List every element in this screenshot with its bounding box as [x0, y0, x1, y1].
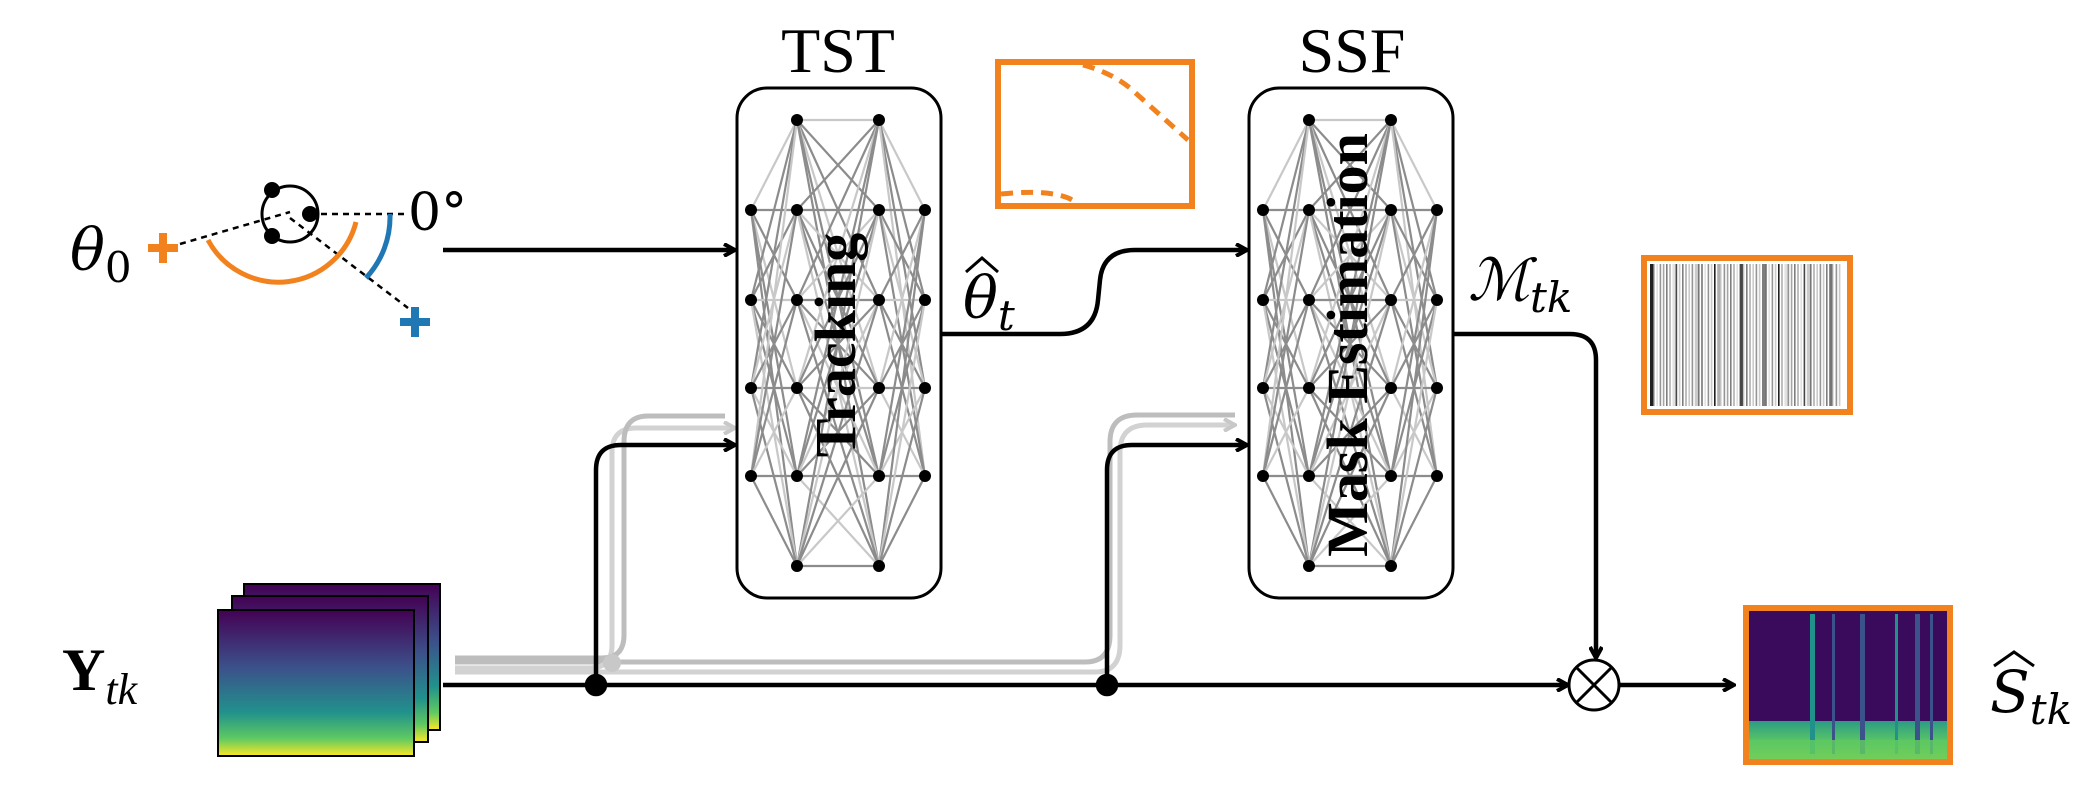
S-hat-accent: [1993, 650, 2035, 668]
Y-tk-label: Ytk: [62, 637, 139, 714]
ssf-network-icon: [1257, 114, 1443, 572]
orange-plus-icon: [148, 233, 178, 263]
theta-hat-label: θt: [963, 264, 1015, 340]
main-signal-lines: [443, 445, 1568, 697]
ssf-inner-label: Mask Estimation: [1315, 133, 1380, 557]
doa-geometry-sketch: θ0 0°: [70, 182, 467, 337]
orange-angle-arc: [205, 221, 359, 285]
mask-label: ℳtk: [1468, 246, 1572, 322]
S-hat-label: Stk: [1990, 658, 2072, 734]
mask-image: [1641, 255, 1853, 415]
arrow-tst-to-ssf: [941, 250, 1247, 337]
trajectory-plot-icon: [995, 59, 1195, 209]
mic-array-icon: [260, 182, 320, 244]
output-spectrogram: [1743, 605, 1953, 765]
theta0-label: θ0: [70, 216, 132, 292]
input-spectrogram-stack: [217, 583, 441, 757]
tst-title: TST: [781, 15, 895, 86]
ssf-title: SSF: [1299, 15, 1406, 86]
zero-degree-label: 0°: [408, 183, 467, 243]
ssf-block: SSF Mask Estimation: [1247, 15, 1455, 600]
blue-angle-arc: [364, 213, 393, 280]
blue-plus-icon: [400, 307, 430, 337]
tst-inner-label: Tracking: [803, 233, 868, 458]
dashed-ray-orange: [179, 210, 291, 246]
multiply-node-icon: [1567, 658, 1621, 712]
tst-block: TST Tracking: [735, 15, 943, 600]
tst-network-icon: [745, 114, 931, 572]
arrow-mask-to-multiply: [1453, 331, 1596, 658]
theta-hat-hat-accent: [965, 256, 999, 274]
